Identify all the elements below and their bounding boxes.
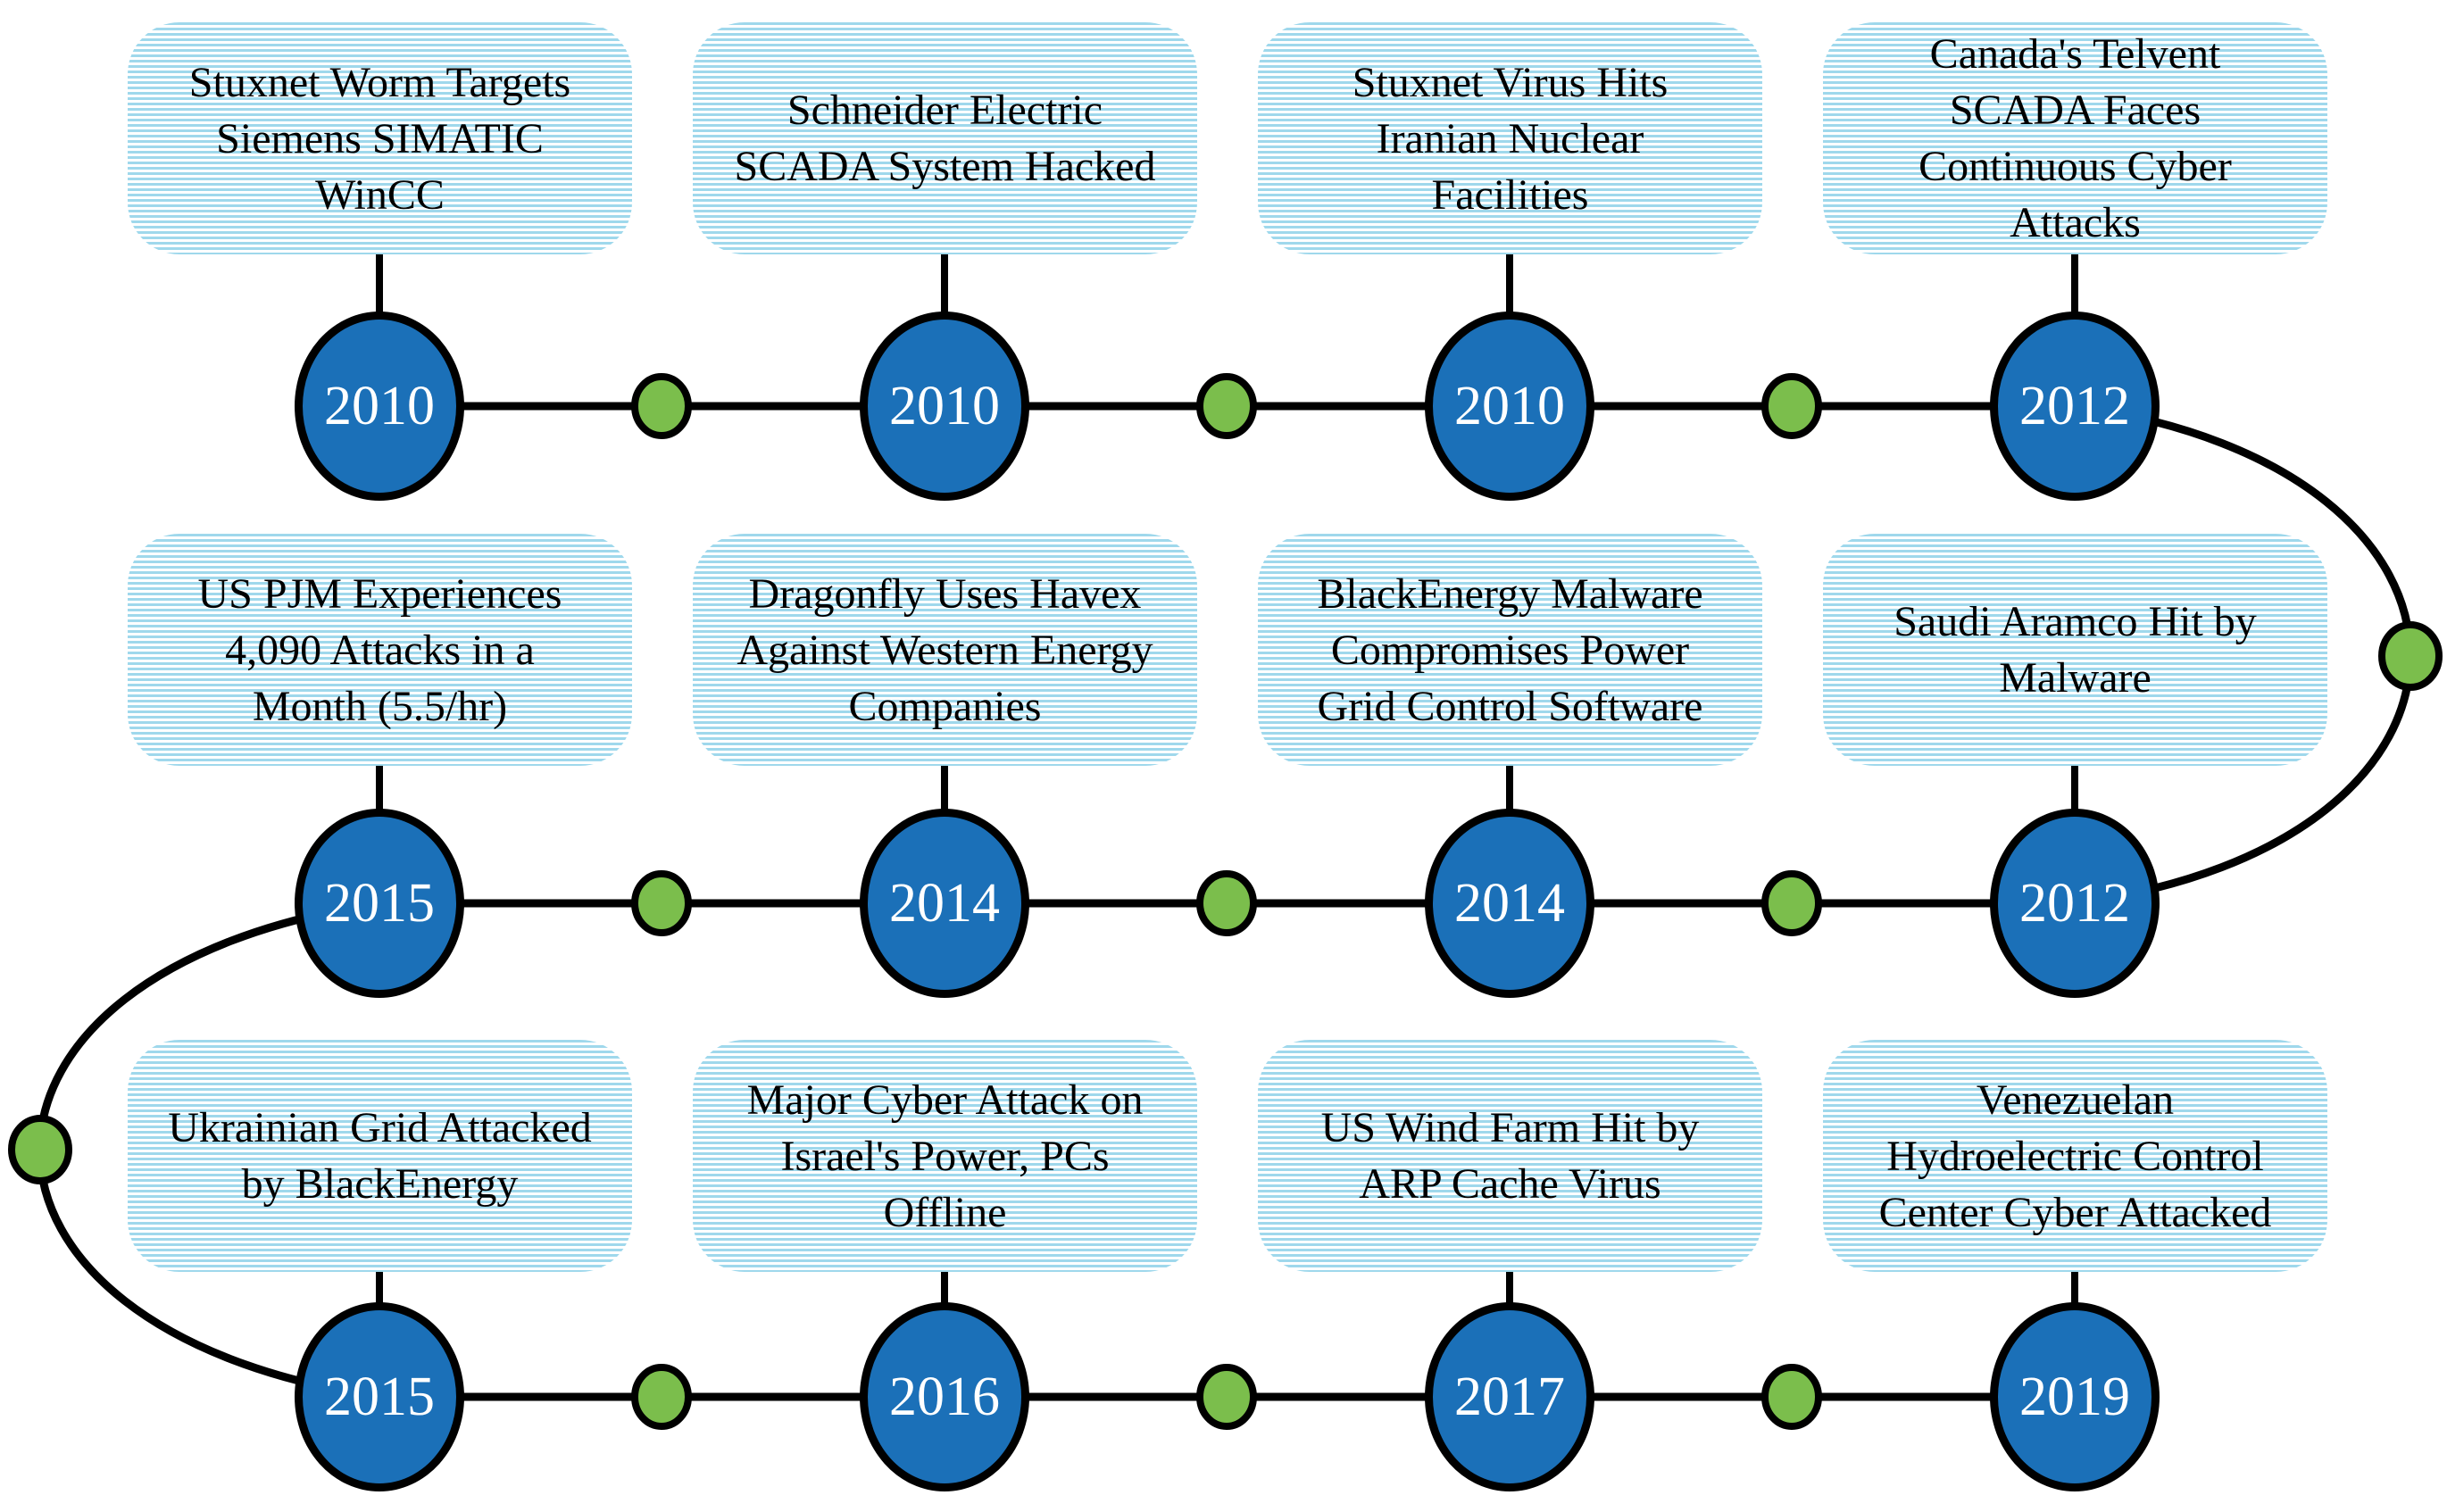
event-label: Canada's Telvent SCADA Faces Continuous … <box>1918 30 2232 246</box>
event-label: Saudi Aramco Hit by Malware <box>1894 598 2257 702</box>
event-label-box: Venezuelan Hydroelectric Control Center … <box>1823 1040 2327 1272</box>
year-label: 2014 <box>889 872 1000 934</box>
event-label-box: Ukrainian Grid Attacked by BlackEnergy <box>128 1040 632 1272</box>
year-node: 2012 <box>1990 809 2160 998</box>
event-label: Dragonfly Uses Havex Against Western Ene… <box>737 569 1153 730</box>
year-node: 2010 <box>295 312 464 501</box>
connector-dot <box>1761 870 1822 936</box>
connector-dot <box>1761 1364 1822 1430</box>
connector-dot <box>1196 373 1257 439</box>
year-node: 2010 <box>860 312 1029 501</box>
year-label: 2010 <box>324 375 435 436</box>
year-label: 2010 <box>889 375 1000 436</box>
year-node: 2019 <box>1990 1302 2160 1491</box>
connector-dot <box>1196 870 1257 936</box>
event-label-box: US Wind Farm Hit by ARP Cache Virus <box>1258 1040 1762 1272</box>
event-label: Ukrainian Grid Attacked by BlackEnergy <box>168 1104 592 1208</box>
connector-dot <box>631 1364 692 1430</box>
year-node: 2017 <box>1425 1302 1594 1491</box>
event-label: Schneider Electric SCADA System Hacked <box>734 87 1156 190</box>
event-label-box: Dragonfly Uses Havex Against Western Ene… <box>693 534 1197 766</box>
year-node: 2016 <box>860 1302 1029 1491</box>
event-label-box: Major Cyber Attack on Israel's Power, PC… <box>693 1040 1197 1272</box>
connector-dot <box>1761 373 1822 439</box>
year-label: 2015 <box>324 1366 435 1427</box>
event-label: Stuxnet Worm Targets Siemens SIMATIC Win… <box>188 58 571 219</box>
year-label: 2017 <box>1454 1366 1565 1427</box>
event-label: Venezuelan Hydroelectric Control Center … <box>1878 1076 2272 1236</box>
event-label-box: Canada's Telvent SCADA Faces Continuous … <box>1823 22 2327 254</box>
event-label: US PJM Experiences 4,090 Attacks in a Mo… <box>197 569 562 730</box>
year-label: 2014 <box>1454 872 1565 934</box>
event-label-box: Stuxnet Worm Targets Siemens SIMATIC Win… <box>128 22 632 254</box>
event-label: Stuxnet Virus Hits Iranian Nuclear Facil… <box>1352 58 1669 219</box>
year-label: 2010 <box>1454 375 1565 436</box>
year-node: 2010 <box>1425 312 1594 501</box>
year-node: 2012 <box>1990 312 2160 501</box>
year-label: 2016 <box>889 1366 1000 1427</box>
year-label: 2012 <box>2019 375 2130 436</box>
connector-dot <box>2378 621 2443 691</box>
connector-dot <box>631 870 692 936</box>
year-label: 2015 <box>324 872 435 934</box>
year-label: 2019 <box>2019 1366 2130 1427</box>
event-label: BlackEnergy Malware Compromises Power Gr… <box>1317 569 1703 730</box>
year-node: 2015 <box>295 809 464 998</box>
event-label-box: Stuxnet Virus Hits Iranian Nuclear Facil… <box>1258 22 1762 254</box>
year-node: 2014 <box>860 809 1029 998</box>
year-label: 2012 <box>2019 872 2130 934</box>
event-label: US Wind Farm Hit by ARP Cache Virus <box>1320 1104 1700 1208</box>
event-label-box: Schneider Electric SCADA System Hacked <box>693 22 1197 254</box>
connector-dot <box>631 373 692 439</box>
event-label-box: US PJM Experiences 4,090 Attacks in a Mo… <box>128 534 632 766</box>
event-label-box: Saudi Aramco Hit by Malware <box>1823 534 2327 766</box>
event-label: Major Cyber Attack on Israel's Power, PC… <box>746 1076 1144 1236</box>
year-node: 2014 <box>1425 809 1594 998</box>
connector-dot <box>1196 1364 1257 1430</box>
year-node: 2015 <box>295 1302 464 1491</box>
connector-dot <box>8 1115 72 1184</box>
event-label-box: BlackEnergy Malware Compromises Power Gr… <box>1258 534 1762 766</box>
